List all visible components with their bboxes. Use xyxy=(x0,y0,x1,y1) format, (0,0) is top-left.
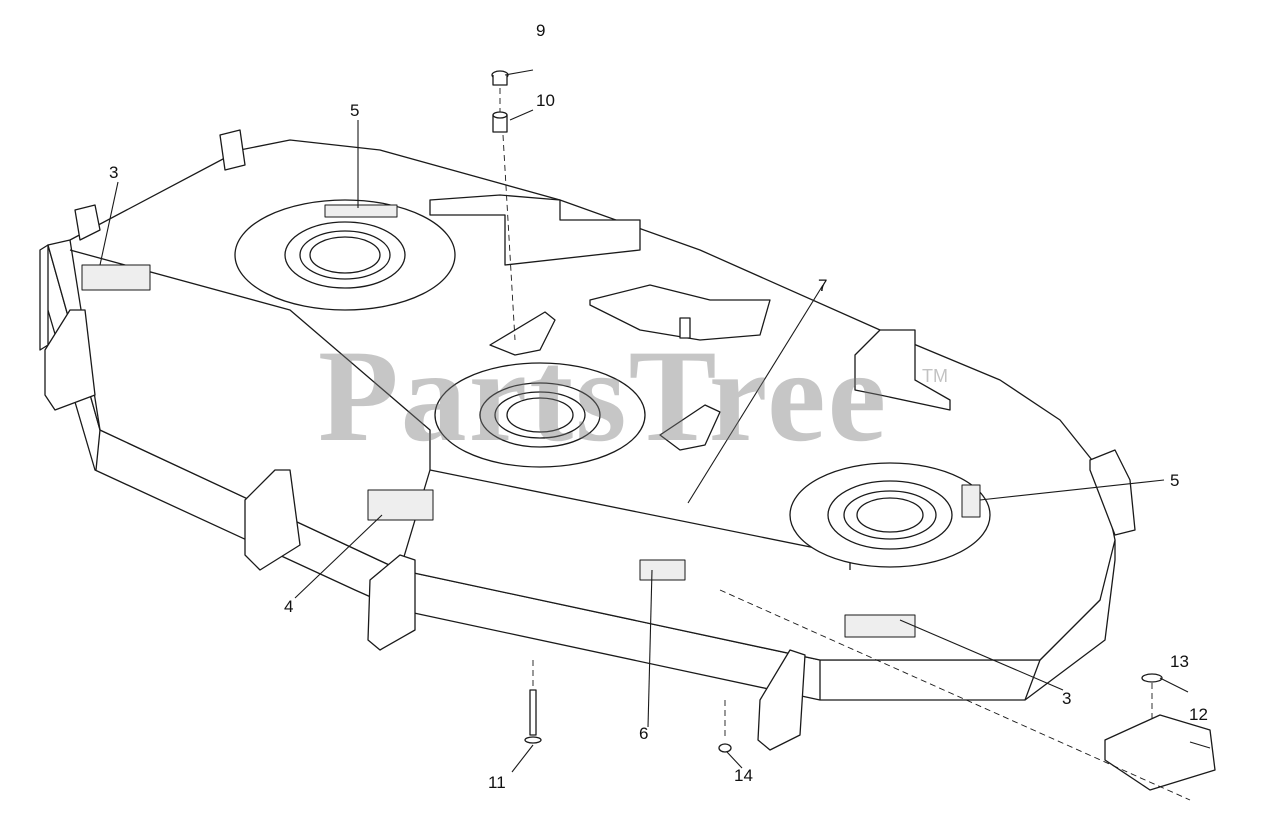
callout-9: 9 xyxy=(536,21,546,40)
callout-4: 4 xyxy=(284,597,294,616)
callout-10: 10 xyxy=(536,91,555,110)
decal-right-spindle xyxy=(961,484,981,518)
callout-5-left: 5 xyxy=(350,101,360,120)
watermark-trademark: TM xyxy=(922,366,948,386)
decal-left-top xyxy=(81,264,151,291)
callout-11: 11 xyxy=(488,773,506,792)
callout-7: 7 xyxy=(818,276,828,295)
watermark-logo: PartsTree xyxy=(318,322,889,469)
callout-3-left: 3 xyxy=(109,163,119,182)
callout-6: 6 xyxy=(639,724,649,743)
spindle-right xyxy=(789,462,991,568)
spindle-center xyxy=(434,362,646,468)
decal-left-spindle xyxy=(324,204,398,218)
callout-3-right: 3 xyxy=(1062,689,1072,708)
decal-right-skirt xyxy=(844,614,916,638)
right-brackets xyxy=(757,329,1136,751)
rear-baffle xyxy=(429,194,771,341)
decals xyxy=(81,204,981,638)
callout-5-right: 5 xyxy=(1170,471,1180,490)
leader-lines xyxy=(99,69,1211,773)
idler-plates xyxy=(489,311,721,451)
callout-14: 14 xyxy=(734,766,753,785)
left-brackets xyxy=(39,129,416,651)
guide-lines xyxy=(499,88,1191,801)
decal-center-front xyxy=(367,489,434,521)
spindle-left xyxy=(234,199,456,311)
callout-12: 12 xyxy=(1189,705,1208,724)
decal-front-skirt xyxy=(639,559,686,581)
callout-13: 13 xyxy=(1170,652,1189,671)
